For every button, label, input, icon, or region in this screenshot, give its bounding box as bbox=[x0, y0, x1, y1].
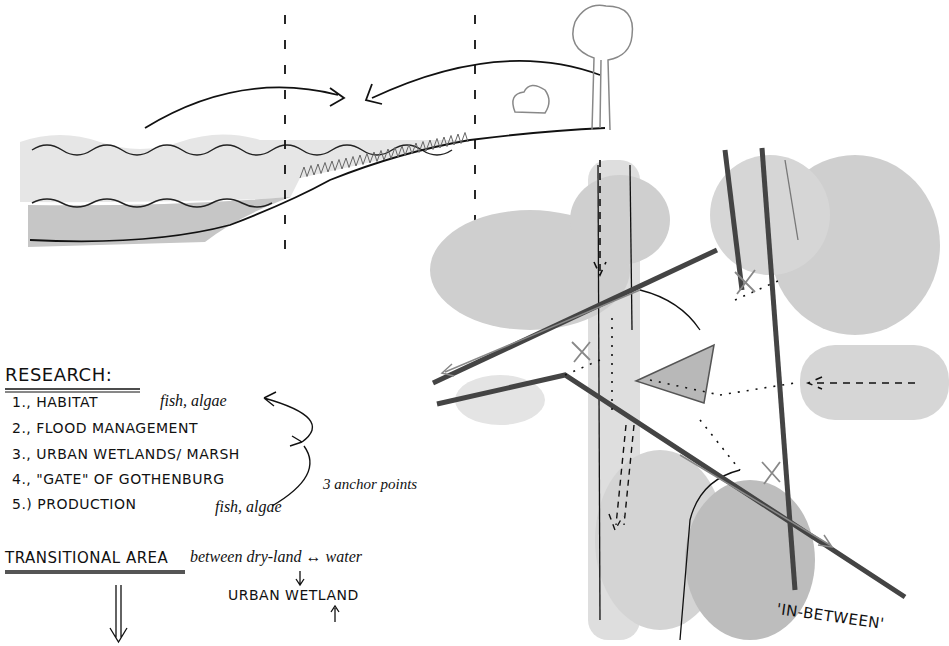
heading-underline bbox=[5, 388, 140, 389]
double-down-arrow bbox=[110, 585, 127, 642]
curved-arrow bbox=[366, 61, 600, 104]
x-mark bbox=[735, 270, 755, 294]
thin-road bbox=[598, 165, 600, 620]
dashed-boundary bbox=[284, 15, 286, 265]
dashed-arrow bbox=[609, 425, 634, 530]
curved-arrow bbox=[145, 87, 344, 128]
bush bbox=[513, 85, 549, 113]
road-edge-arrow bbox=[442, 290, 640, 376]
green-blob bbox=[570, 175, 670, 265]
x-mark bbox=[572, 342, 590, 362]
heading-underline bbox=[5, 570, 185, 574]
down-arrow bbox=[296, 571, 304, 585]
sketch-label: fish, algae bbox=[160, 391, 227, 410]
sketch-label: URBAN WETLAND bbox=[228, 587, 359, 604]
water-level bbox=[32, 199, 272, 207]
main-road bbox=[725, 150, 742, 290]
sketch-label: 'IN-BETWEEN' bbox=[775, 600, 885, 633]
main-road bbox=[437, 375, 905, 597]
tree bbox=[573, 5, 633, 130]
dashed-arrow bbox=[808, 377, 915, 389]
sketch-label: fish, algae bbox=[215, 497, 282, 516]
sketch-label: 3 anchor points bbox=[323, 475, 417, 493]
x-mark bbox=[762, 462, 780, 484]
dashed-boundary bbox=[474, 15, 476, 245]
center-triangle bbox=[636, 345, 714, 403]
heading-underline bbox=[5, 392, 140, 393]
road-edge-arrow bbox=[680, 455, 832, 547]
thin-road bbox=[630, 165, 632, 330]
dashed-arrow bbox=[594, 160, 606, 275]
sketch-label: 3., URBAN WETLANDS/ MARSH bbox=[12, 446, 240, 463]
green-blob bbox=[800, 345, 949, 420]
bracket-arrow bbox=[264, 392, 312, 442]
sketch-label: TRANSITIONAL AREA bbox=[5, 549, 168, 567]
sketch-label: between dry-land ↔ water bbox=[190, 547, 362, 566]
marsh-grass bbox=[300, 133, 468, 179]
up-arrow bbox=[331, 606, 339, 622]
water-band bbox=[20, 134, 470, 202]
dotted-path bbox=[612, 280, 795, 415]
main-road bbox=[762, 148, 795, 590]
deep-water bbox=[28, 197, 290, 247]
thin-road bbox=[640, 290, 740, 640]
sketch-label: 1., HABITAT bbox=[12, 394, 98, 411]
sketch-label: 5.) PRODUCTION bbox=[12, 496, 136, 513]
dotted-path bbox=[565, 360, 740, 470]
bracket-arrow bbox=[272, 436, 310, 506]
sketch-label: RESEARCH: bbox=[5, 364, 112, 386]
sketch-label: 4., "GATE" OF GOTHENBURG bbox=[12, 471, 225, 488]
sketch-label: 2., FLOOD MANAGEMENT bbox=[12, 420, 198, 437]
thin-road bbox=[785, 160, 798, 240]
